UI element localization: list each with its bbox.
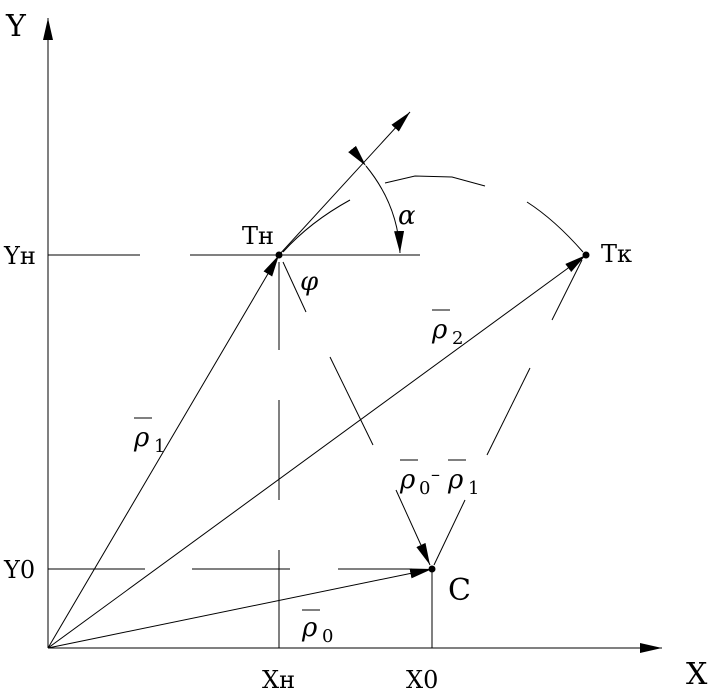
label-diff-left-symbol: ρ <box>399 465 416 495</box>
label-point-start: Tн <box>242 222 274 250</box>
label-diff-left-sub: 0 <box>419 478 430 499</box>
point-end <box>582 251 590 259</box>
alpha-arc <box>348 145 405 254</box>
arc-dashed <box>282 175 584 253</box>
label-diff-right-symbol: ρ <box>447 465 464 495</box>
x-axis-label: X <box>686 657 708 692</box>
phi-line <box>282 261 307 313</box>
tick-y-start: Yн <box>3 242 36 270</box>
label-alpha: α <box>398 201 416 231</box>
label-diff-minus: – <box>431 464 440 485</box>
label-rho2-sub: 2 <box>452 328 463 349</box>
vector-rho2 <box>47 254 587 649</box>
label-point-center: C <box>448 573 471 608</box>
label-rho2-symbol: ρ <box>431 315 448 345</box>
y-axis-label: Y <box>5 9 27 44</box>
vector-rho1 <box>47 254 280 649</box>
radius-end-dashed <box>433 259 583 566</box>
point-start <box>275 251 283 259</box>
vector-rho0 <box>47 568 433 649</box>
label-rho1-symbol: ρ <box>133 423 150 453</box>
label-rho0-sub: 0 <box>322 626 333 647</box>
label-rho1-sub: 1 <box>154 436 165 457</box>
tick-y-center: Y0 <box>3 556 35 584</box>
label-phi: φ <box>300 267 319 297</box>
tick-x-center: X0 <box>406 666 438 694</box>
label-rho0-symbol: ρ <box>301 613 318 643</box>
tick-x-start: Xн <box>262 666 295 694</box>
point-center <box>428 565 436 573</box>
tangent-arrow <box>278 111 411 256</box>
label-point-end: Tк <box>601 240 632 268</box>
radius-start-dashed <box>329 356 431 566</box>
label-diff-right-sub: 1 <box>468 478 479 499</box>
